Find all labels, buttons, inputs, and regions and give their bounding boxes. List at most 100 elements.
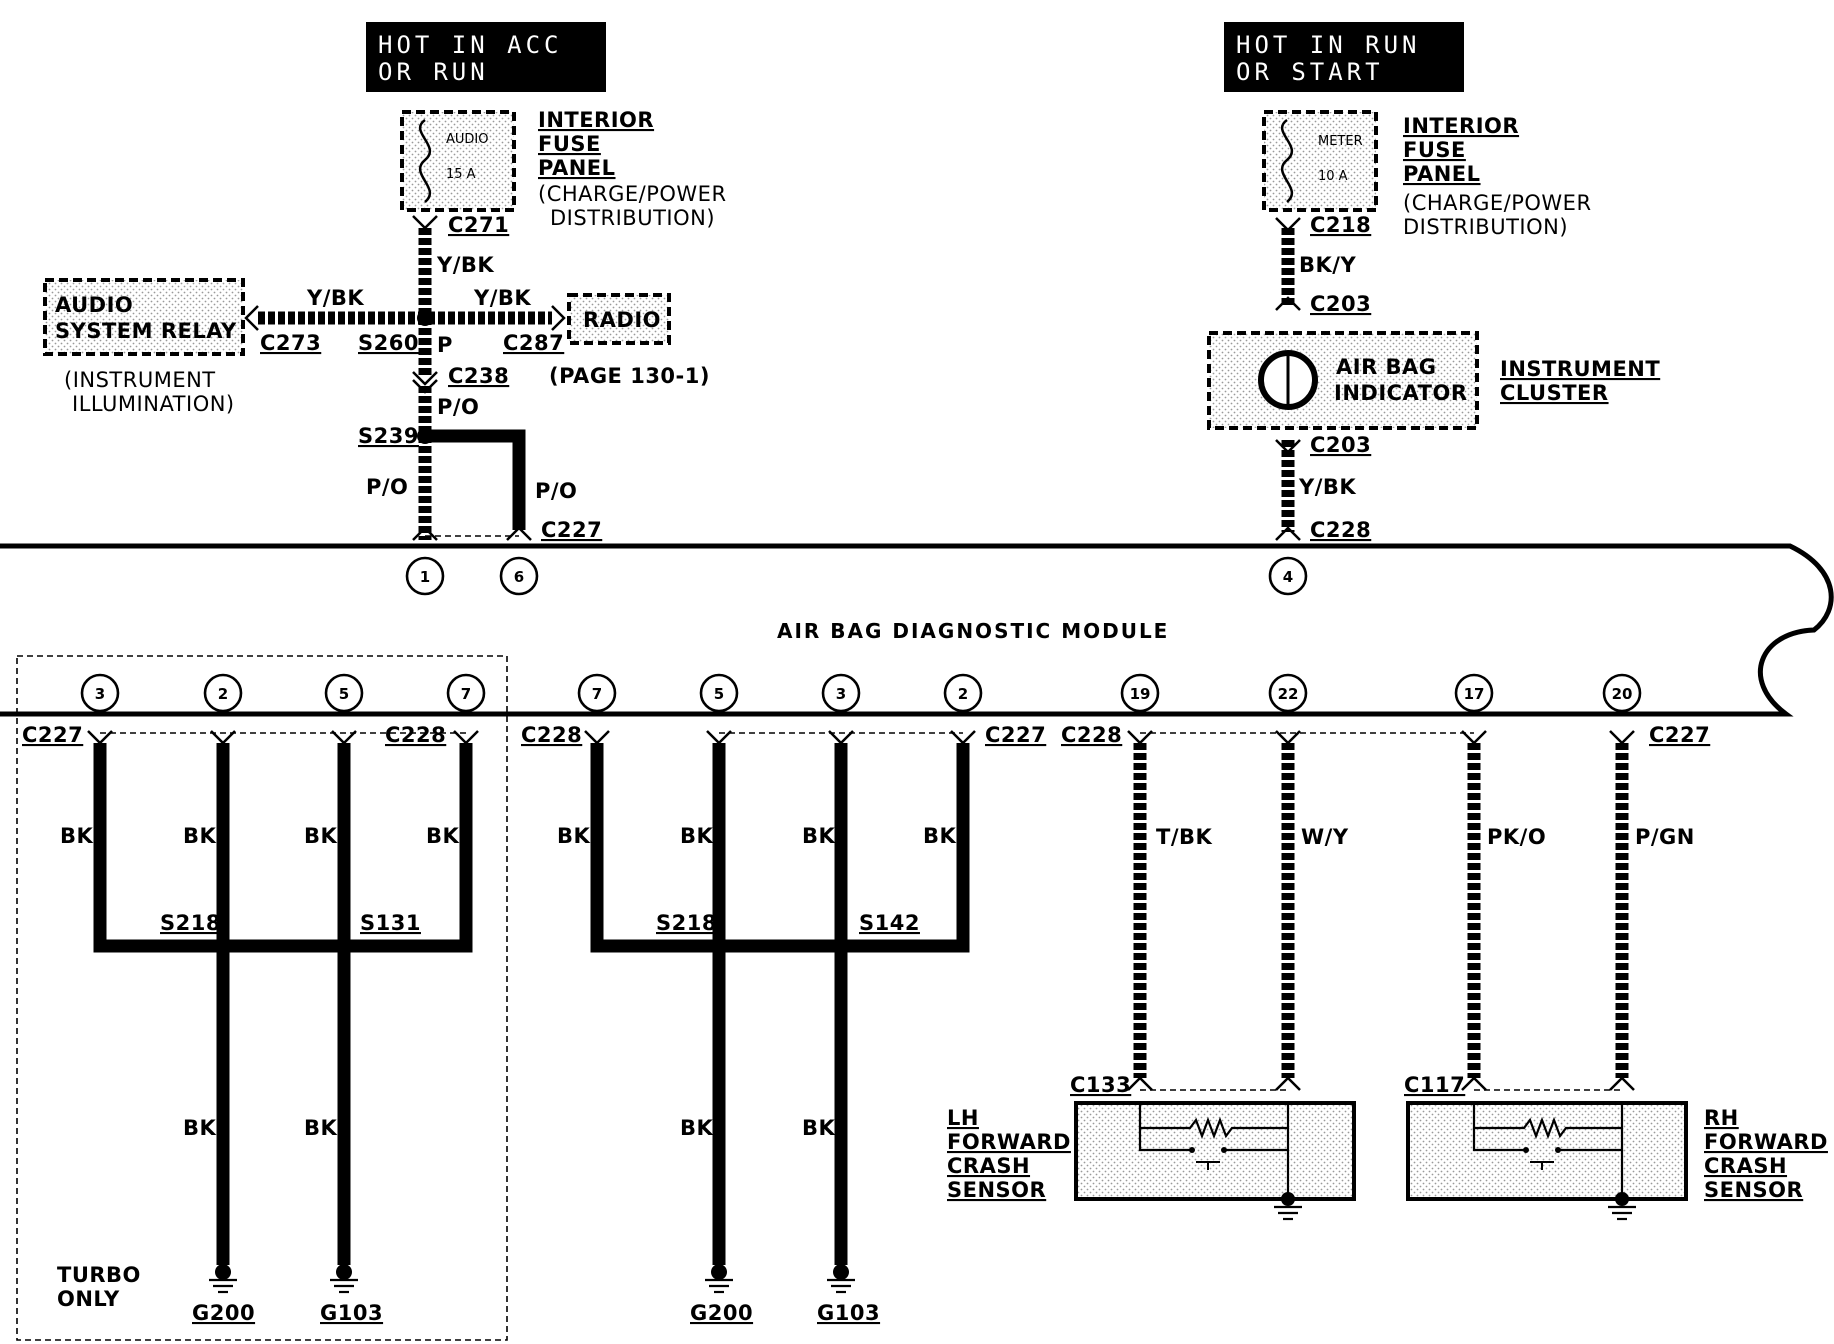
lh-sensor-line4: SENSOR [947, 1178, 1046, 1202]
audio-feed-labels: C271 Y/BK Y/BK Y/BK C273 S260 P C287 C23… [260, 213, 602, 542]
ground-symbol-g103-a-icon [330, 1264, 358, 1294]
wire-bk-g1-e: BK [183, 1116, 217, 1140]
fuse-meter-name: METER [1318, 134, 1363, 149]
wire-bk-g2-f: BK [802, 1116, 836, 1140]
fuse-meter: METER 10 A [1262, 110, 1378, 212]
fuse-panel-line2: FUSE [538, 132, 601, 156]
indicator-line1: AIR BAG [1336, 355, 1437, 379]
lh-sensor-wiring: C228 T/BK W/Y C133 [1061, 723, 1474, 1097]
fuse-panel-r-line2: FUSE [1403, 138, 1466, 162]
splice-s131: S131 [360, 911, 421, 935]
air-bag-indicator: AIR BAG INDICATOR INSTRUMENT CLUSTER [1207, 331, 1660, 430]
indicator-line2: INDICATOR [1334, 381, 1468, 405]
pin-b-2a: 2 [218, 685, 228, 703]
wire-bk-g2-d: BK [923, 824, 957, 848]
rh-sensor-resistor-icon [1472, 1103, 1624, 1140]
conn-c271: C271 [448, 213, 509, 237]
conn-c227-g1: C227 [22, 723, 83, 747]
conn-c273: C273 [260, 331, 321, 355]
air-bag-diagnostic-module: AIR BAG DIAGNOSTIC MODULE [0, 543, 1834, 1341]
lh-sensor-line3: CRASH [947, 1154, 1030, 1178]
wire-bk-g1-f: BK [304, 1116, 338, 1140]
cluster-line2: CLUSTER [1500, 381, 1609, 405]
module-pins-bottom: 3 2 5 7 7 5 3 2 19 22 17 20 [80, 673, 1642, 713]
fuse-panel-note1: (CHARGE/POWER [538, 182, 727, 206]
lh-sensor-resistor-icon [1138, 1103, 1290, 1140]
pin-b-3b: 3 [836, 685, 846, 703]
turbo-only-region [16, 655, 508, 1341]
wire-po-top: P/O [437, 395, 479, 419]
ground-group-standard: C228 C227 BK BK BK BK S218 S142 BK BK G2… [521, 723, 1046, 1325]
conn-c227-g2: C227 [985, 723, 1046, 747]
pin-b-22: 22 [1278, 685, 1299, 703]
splice-s218-a-dot [214, 937, 232, 955]
fuse-meter-element-icon [1280, 118, 1294, 203]
turbo-line2: ONLY [57, 1287, 120, 1311]
rh-forward-crash-sensor: RH FORWARD CRASH SENSOR [1406, 1101, 1828, 1221]
ground-g103-b: G103 [817, 1301, 880, 1325]
splice-s260: S260 [358, 331, 419, 355]
conn-c117: C117 [1404, 1073, 1465, 1097]
fuse-meter-rating: 10 A [1318, 169, 1348, 184]
ground-g200-b: G200 [690, 1301, 753, 1325]
pin-b-5b: 5 [714, 685, 724, 703]
lh-forward-crash-sensor: LH FORWARD CRASH SENSOR [947, 1101, 1356, 1221]
wire-ybk-relay: Y/BK [306, 286, 364, 310]
wire-pgn: P/GN [1635, 825, 1695, 849]
wire-bk-g2-a: BK [557, 824, 591, 848]
module-title: AIR BAG DIAGNOSTIC MODULE [777, 619, 1169, 643]
power-run-line1: HOT IN RUN [1236, 31, 1421, 59]
wire-bk-g1-a: BK [60, 824, 94, 848]
wire-po-left: P/O [366, 475, 408, 499]
cluster-line1: INSTRUMENT [1500, 357, 1660, 381]
conn-c227-top: C227 [541, 518, 602, 542]
fuse-audio-name: AUDIO [446, 132, 489, 147]
pin-top-1: 1 [420, 568, 430, 586]
relay-line1: AUDIO [55, 293, 133, 317]
ground-symbol-g200-b-icon [705, 1264, 733, 1294]
pin-b-17: 17 [1464, 685, 1485, 703]
lh-sensor-line2: FORWARD [947, 1130, 1071, 1154]
conn-c227-rh: C227 [1649, 723, 1710, 747]
conn-c228-g2: C228 [521, 723, 582, 747]
ground-g200-a: G200 [192, 1301, 255, 1325]
splice-s218-b: S218 [656, 911, 717, 935]
audio-feed-wiring [244, 215, 566, 541]
wire-ybk-radio: Y/BK [473, 286, 531, 310]
ground-g103-a: G103 [320, 1301, 383, 1325]
turbo-line1: TURBO [57, 1263, 141, 1287]
fuse-audio: AUDIO 15 A [400, 110, 516, 212]
interior-fuse-panel-label-left: INTERIOR FUSE PANEL (CHARGE/POWER DISTRI… [538, 108, 727, 230]
wire-bk-g1-d: BK [426, 824, 460, 848]
fuse-panel-r-line3: PANEL [1403, 162, 1481, 186]
rh-sensor-line1: RH [1704, 1106, 1739, 1130]
wire-bk-g1-b: BK [183, 824, 217, 848]
wire-bk-g2-c: BK [802, 824, 836, 848]
rh-sensor-wiring: C227 PK/O P/GN C117 [1404, 723, 1710, 1097]
fuse-panel-r-line1: INTERIOR [1403, 114, 1519, 138]
pin-b-5a: 5 [339, 685, 349, 703]
radio: RADIO (PAGE 130-1) [549, 293, 709, 388]
wire-bk-g2-b: BK [680, 824, 714, 848]
rh-sensor-line3: CRASH [1704, 1154, 1787, 1178]
power-acc-line1: HOT IN ACC [378, 31, 563, 59]
fuse-panel-line1: INTERIOR [538, 108, 654, 132]
splice-s142-dot [832, 937, 850, 955]
wire-ybk-vertical: Y/BK [436, 253, 494, 277]
module-pins-top: 1 6 4 [405, 556, 1308, 596]
pin-b-7a: 7 [461, 685, 471, 703]
ground-group-turbo: C227 C228 BK BK BK BK S218 S131 BK BK TU… [22, 723, 479, 1325]
splice-s239: S239 [358, 424, 419, 448]
wire-ybk-indicator: Y/BK [1298, 475, 1356, 499]
relay-note1: (INSTRUMENT [64, 368, 216, 392]
pin-top-4: 4 [1283, 568, 1293, 586]
power-acc-line2: OR RUN [378, 58, 489, 86]
wire-tbk: T/BK [1156, 825, 1213, 849]
wire-wy: W/Y [1301, 825, 1349, 849]
conn-c218: C218 [1310, 213, 1371, 237]
audio-system-relay: AUDIO SYSTEM RELAY (INSTRUMENT ILLUMINAT… [43, 278, 245, 416]
rh-sensor-line2: FORWARD [1704, 1130, 1828, 1154]
splice-s218-b-dot [710, 937, 728, 955]
relay-note2: ILLUMINATION) [72, 392, 235, 416]
wire-p: P [437, 333, 453, 357]
